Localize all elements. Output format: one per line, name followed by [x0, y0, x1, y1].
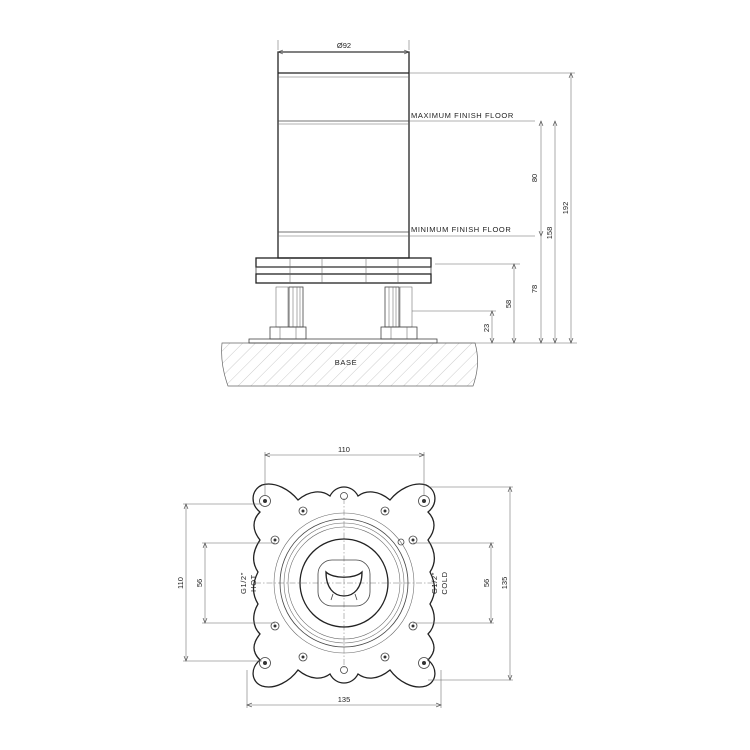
mounting-plate-outline — [252, 483, 436, 688]
screw-hole — [270, 535, 280, 545]
dim-23: 23 — [482, 324, 491, 332]
right-inner-dimension: 56 — [482, 579, 491, 587]
flange-plate — [255, 257, 432, 284]
diameter-value: Ø92 — [337, 41, 351, 50]
base-plate — [248, 338, 438, 344]
left-inner-dimension: 56 — [195, 579, 204, 587]
hot-label: HOT — [249, 574, 258, 592]
screw-hole — [270, 621, 280, 631]
screw-hole — [380, 652, 390, 662]
screw-hole — [380, 506, 390, 516]
side-view: BASE — [221, 40, 577, 387]
dim-58: 58 — [504, 300, 513, 308]
height-dimensions — [492, 73, 571, 343]
screw-hole — [408, 621, 418, 631]
support-leg-left — [269, 286, 307, 340]
top-width-dimension: 110 — [338, 445, 350, 454]
dim-192: 192 — [561, 202, 570, 215]
right-outer-dimension: 135 — [500, 577, 509, 590]
screw-holes — [259, 492, 430, 674]
maximum-finish-floor-label: MAXIMUM FINISH FLOOR — [411, 111, 514, 120]
screw-hole — [298, 652, 308, 662]
left-outer-dimension: 110 — [176, 577, 185, 589]
cold-size-label: G1/2" — [430, 572, 439, 594]
screw-hole — [418, 657, 430, 669]
bottom-width-dimension: 135 — [338, 695, 351, 704]
plan-view: 110 135 110 56 G1/2" HOT 56 135 G1/2" CO… — [176, 445, 513, 708]
support-leg-right — [380, 286, 418, 340]
screw-hole — [408, 535, 418, 545]
base-label: BASE — [335, 358, 357, 367]
floor-slab — [221, 342, 478, 387]
cold-label: COLD — [440, 571, 449, 594]
screw-hole — [259, 495, 271, 507]
screw-hole — [259, 657, 271, 669]
screw-hole — [418, 495, 430, 507]
screw-hole — [298, 506, 308, 516]
screw-hole — [397, 538, 405, 546]
screw-hole — [340, 492, 348, 500]
cylinder-body — [277, 51, 410, 259]
dim-78: 78 — [530, 285, 539, 293]
dim-158: 158 — [545, 227, 554, 240]
diameter-dimension — [278, 40, 409, 52]
central-valve — [317, 559, 371, 607]
minimum-finish-floor-label: MINIMUM FINISH FLOOR — [411, 225, 511, 234]
screw-hole — [340, 666, 348, 674]
dim-80: 80 — [530, 174, 539, 182]
hot-size-label: G1/2" — [239, 572, 248, 594]
